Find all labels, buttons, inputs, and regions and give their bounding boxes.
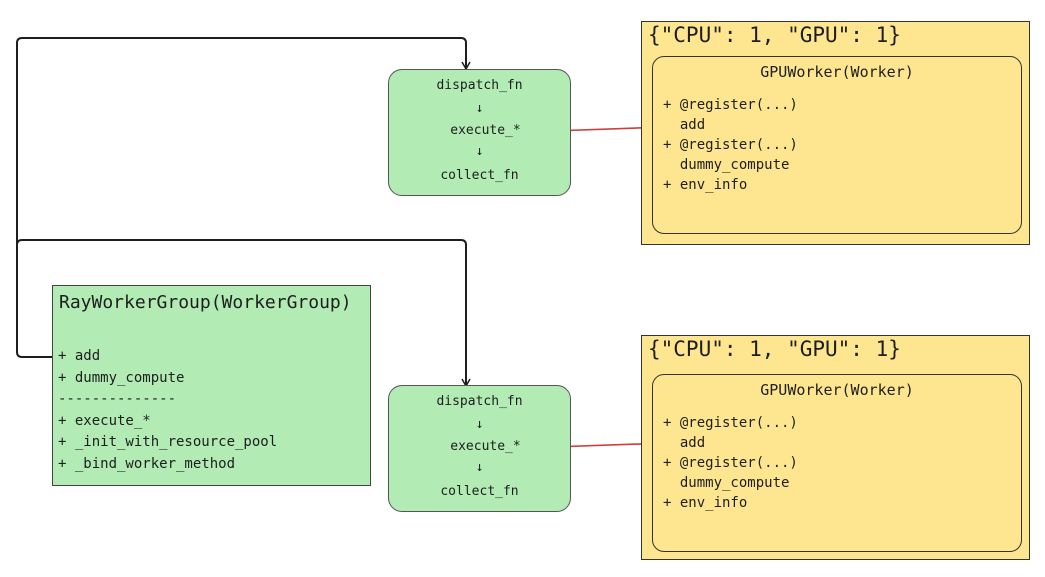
worker-item: add	[663, 435, 706, 451]
worker-item: + env_info	[663, 495, 748, 511]
arrow-down-icon: ↓	[475, 460, 484, 475]
worker-title: GPUWorker(Worker)	[760, 63, 914, 81]
worker-item: + @register(...)	[663, 97, 798, 113]
step-dispatch-fn: dispatch_fn	[436, 394, 523, 409]
gpu-worker-2: GPUWorker(Worker) + @register(...) add +…	[652, 374, 1022, 552]
step-execute: execute_*	[450, 123, 521, 138]
step-execute: execute_*	[450, 439, 521, 454]
arrow-down-icon: ↓	[475, 417, 484, 432]
step-dispatch-fn: dispatch_fn	[436, 78, 523, 93]
worker-item: dummy_compute	[663, 475, 790, 491]
connector-group-to-pipeline-2	[16, 239, 471, 388]
worker-item: dummy_compute	[663, 157, 790, 173]
group-method: + execute_*	[58, 413, 151, 429]
arrow-down-icon: ↓	[475, 144, 484, 159]
worker-item: + @register(...)	[663, 415, 798, 431]
group-separator: --------------	[58, 391, 177, 407]
step-collect-fn: collect_fn	[440, 168, 519, 183]
group-method: + _bind_worker_method	[58, 456, 236, 472]
worker-item: + @register(...)	[663, 137, 798, 153]
connector-group-to-pipeline-1	[16, 37, 471, 358]
gpu-worker-1: GPUWorker(Worker) + @register(...) add +…	[652, 56, 1022, 234]
step-collect-fn: collect_fn	[440, 484, 519, 499]
worker-item: + @register(...)	[663, 455, 798, 471]
group-method: + _init_with_resource_pool	[58, 434, 278, 450]
dispatch-pipeline-2: dispatch_fn ↓ execute_* ↓ collect_fn	[388, 385, 571, 512]
resource-label: {"CPU": 1, "GPU": 1}	[648, 337, 901, 361]
resource-node-1: {"CPU": 1, "GPU": 1} GPUWorker(Worker) +…	[641, 21, 1030, 245]
group-method: + add	[58, 348, 101, 364]
group-title: RayWorkerGroup(WorkerGroup)	[59, 292, 352, 313]
group-method: + dummy_compute	[58, 370, 185, 386]
ray-worker-group: RayWorkerGroup(WorkerGroup) + add + dumm…	[52, 285, 371, 486]
arrow-down-icon: ↓	[475, 101, 484, 116]
resource-label: {"CPU": 1, "GPU": 1}	[648, 23, 901, 47]
dispatch-pipeline-1: dispatch_fn ↓ execute_* ↓ collect_fn	[388, 69, 571, 196]
worker-title: GPUWorker(Worker)	[760, 381, 914, 399]
resource-node-2: {"CPU": 1, "GPU": 1} GPUWorker(Worker) +…	[641, 335, 1030, 560]
worker-item: + env_info	[663, 177, 748, 193]
worker-item: add	[663, 117, 706, 133]
